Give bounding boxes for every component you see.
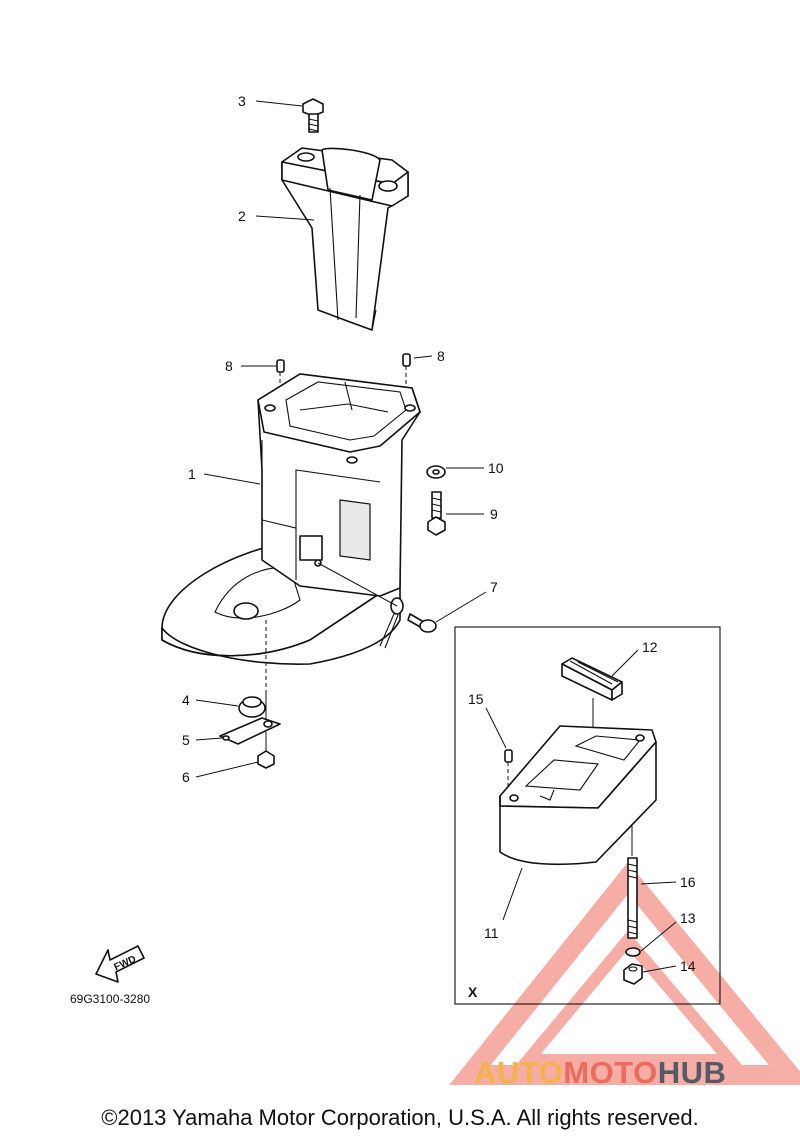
- part-6-bolt: [257, 750, 275, 769]
- automotohub-logo: AUTOMOTOHUB: [474, 1055, 726, 1091]
- part-2-exhaust-guide: [281, 147, 409, 331]
- fwd-arrow-icon: FWD: [95, 945, 145, 983]
- part-5-plate: [219, 717, 281, 745]
- callout-4: 4: [182, 692, 190, 708]
- part-1-upper-casing: [161, 373, 421, 665]
- callout-14: 14: [680, 958, 696, 974]
- part-16-stud-bolt: [627, 857, 638, 939]
- callout-5: 5: [182, 732, 190, 748]
- callout-3: 3: [238, 93, 246, 109]
- part-14-nut: [623, 963, 643, 985]
- detail-box-label: X: [468, 984, 478, 1000]
- part-11-spacer: [499, 725, 657, 866]
- detail-box-x: [454, 626, 721, 1005]
- part-9-bolt: [427, 491, 446, 536]
- callout-6: 6: [182, 769, 190, 785]
- part-13-washer: [625, 947, 641, 957]
- leader-lines: [195, 100, 677, 973]
- logo-part-moto: MOTO: [563, 1055, 658, 1090]
- diagram-code: 69G3100-3280: [70, 992, 150, 1006]
- callout-8-right: 8: [437, 348, 445, 364]
- logo-part-hub: HUB: [657, 1055, 727, 1090]
- callout-13: 13: [680, 910, 696, 926]
- part-4-grommet: [238, 696, 266, 718]
- callout-10: 10: [488, 460, 504, 476]
- part-15-dowel-pin: [504, 749, 513, 763]
- part-12-rubber-mount: [561, 657, 623, 701]
- callout-12: 12: [642, 639, 658, 655]
- callout-15: 15: [468, 691, 484, 707]
- callout-11: 11: [484, 925, 499, 941]
- logo-part-auto: AUTO: [474, 1055, 564, 1090]
- watermark-triangle-icon: [449, 862, 800, 1085]
- callout-16: 16: [680, 874, 696, 890]
- part-8-dowel-pin-right: [402, 353, 411, 367]
- part-7-screw: [407, 613, 437, 633]
- part-3-bolt: [302, 98, 324, 133]
- callout-8-left: 8: [225, 358, 233, 374]
- callout-9: 9: [490, 506, 498, 522]
- part-10-washer: [426, 465, 446, 479]
- copyright-notice: ©2013 Yamaha Motor Corporation, U.S.A. A…: [101, 1105, 699, 1130]
- part-8-dowel-pin-left: [276, 359, 285, 373]
- callout-7: 7: [490, 579, 498, 595]
- callout-2: 2: [238, 208, 246, 224]
- callout-1: 1: [188, 466, 196, 482]
